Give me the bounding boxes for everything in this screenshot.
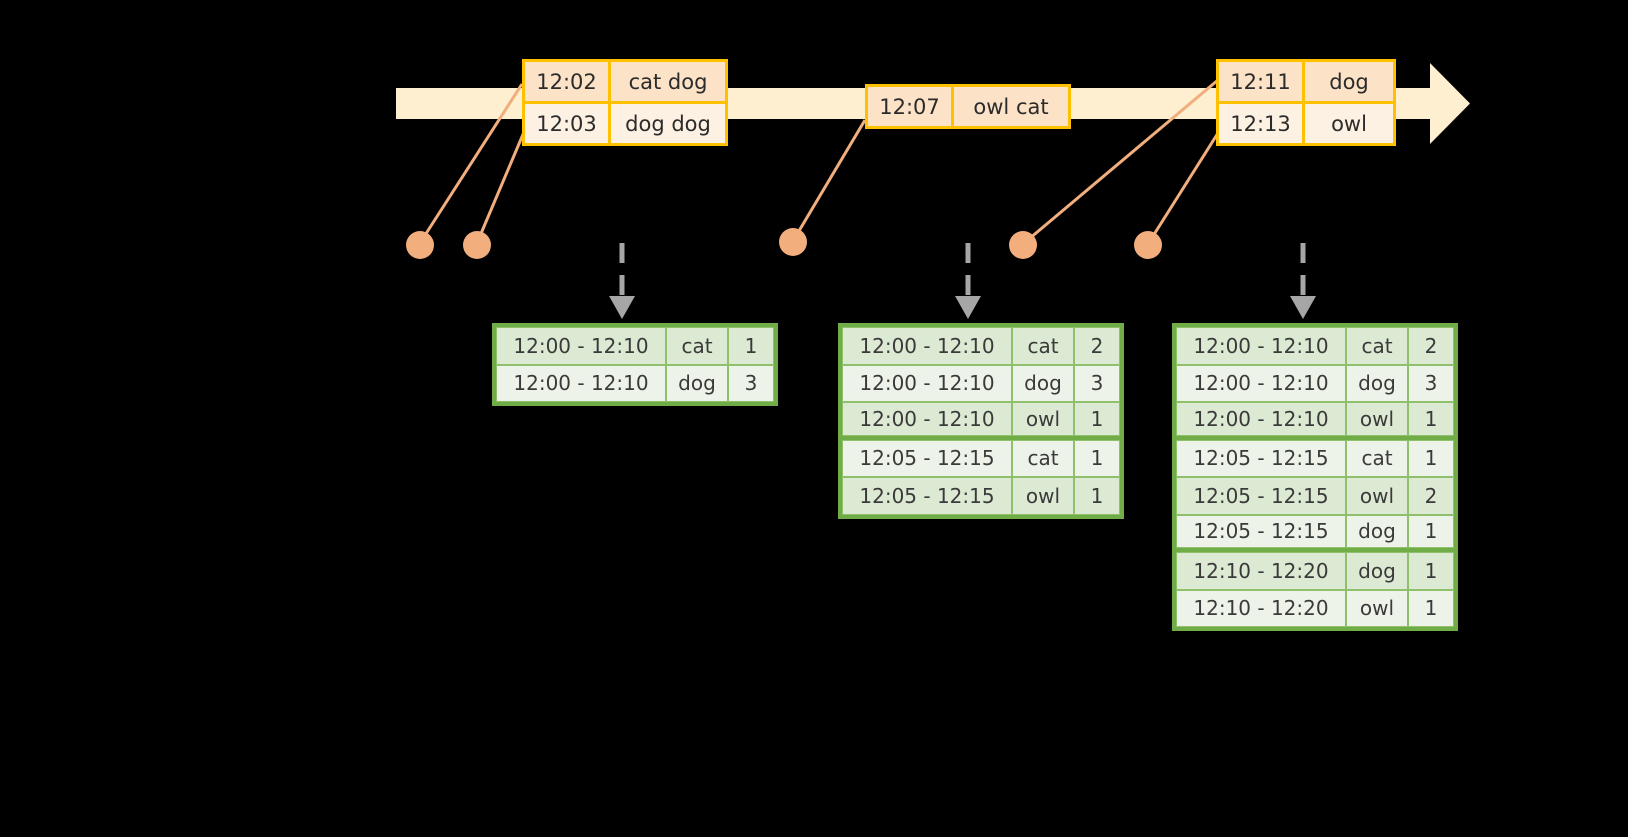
count-cell: 3 [1408, 364, 1454, 402]
event-words: dog dog [611, 104, 725, 143]
event-row[interactable]: 12:13 owl [1219, 101, 1393, 143]
key-cell: dog [1012, 364, 1074, 402]
key-cell: cat [1346, 439, 1408, 477]
trigger-dot-4 [1009, 231, 1037, 259]
table-row[interactable]: 12:00 - 12:10 cat 2 [1176, 327, 1454, 365]
window-cell: 12:05 - 12:15 [842, 477, 1012, 515]
window-cell: 12:00 - 12:10 [842, 364, 1012, 402]
window-cell: 12:05 - 12:15 [842, 439, 1012, 477]
count-cell: 3 [1074, 364, 1120, 402]
table-row[interactable]: 12:00 - 12:10 cat 1 [496, 327, 774, 365]
result-table-1[interactable]: 12:00 - 12:10 cat 1 12:00 - 12:10 dog 3 [492, 323, 778, 406]
window-cell: 12:00 - 12:10 [842, 402, 1012, 436]
count-cell: 2 [1408, 327, 1454, 365]
key-cell: cat [1346, 327, 1408, 365]
trigger-dot-3 [779, 228, 807, 256]
event-row[interactable]: 12:07 owl cat [868, 87, 1068, 126]
flow-arrow-1 [609, 243, 635, 319]
window-cell: 12:00 - 12:10 [496, 364, 666, 402]
window-cell: 12:00 - 12:10 [842, 327, 1012, 365]
event-time: 12:03 [525, 104, 611, 143]
flow-arrow-2 [955, 243, 981, 319]
trigger-dot-5 [1134, 231, 1162, 259]
window-cell: 12:05 - 12:15 [1176, 514, 1346, 548]
result-table-2[interactable]: 12:00 - 12:10 cat 2 12:00 - 12:10 dog 3 … [838, 323, 1124, 519]
key-cell: cat [1012, 327, 1074, 365]
event-time: 12:02 [525, 62, 611, 101]
trigger-dot-2 [463, 231, 491, 259]
count-cell: 1 [1074, 439, 1120, 477]
count-cell: 2 [1408, 477, 1454, 515]
table-row[interactable]: 12:05 - 12:15 cat 1 [1176, 439, 1454, 477]
key-cell: owl [1346, 589, 1408, 627]
table-row[interactable]: 12:05 - 12:15 owl 2 [1176, 477, 1454, 515]
table-row[interactable]: 12:00 - 12:10 cat 2 [842, 327, 1120, 365]
event-row[interactable]: 12:02 cat dog [525, 62, 725, 101]
table-row[interactable]: 12:00 - 12:10 owl 1 [842, 402, 1120, 440]
leader-line-5 [1146, 132, 1220, 245]
event-group-2[interactable]: 12:07 owl cat [865, 84, 1071, 129]
count-cell: 2 [1074, 327, 1120, 365]
table-row[interactable]: 12:00 - 12:10 owl 1 [1176, 402, 1454, 440]
trigger-dot-1 [406, 231, 434, 259]
event-words: owl cat [954, 87, 1068, 126]
count-cell: 3 [728, 364, 774, 402]
key-cell: cat [666, 327, 728, 365]
count-cell: 1 [1408, 402, 1454, 436]
window-cell: 12:05 - 12:15 [1176, 477, 1346, 515]
count-cell: 1 [1074, 477, 1120, 515]
event-row[interactable]: 12:11 dog [1219, 62, 1393, 101]
flow-arrow-3 [1290, 243, 1316, 319]
count-cell: 1 [1408, 514, 1454, 548]
count-cell: 1 [1408, 589, 1454, 627]
count-cell: 1 [728, 327, 774, 365]
table-row[interactable]: 12:00 - 12:10 dog 3 [496, 364, 774, 402]
window-cell: 12:00 - 12:10 [1176, 327, 1346, 365]
key-cell: dog [1346, 514, 1408, 548]
key-cell: dog [1346, 552, 1408, 590]
count-cell: 1 [1408, 552, 1454, 590]
event-words: dog [1305, 62, 1393, 101]
key-cell: owl [1346, 477, 1408, 515]
event-words: cat dog [611, 62, 725, 101]
table-row[interactable]: 12:10 - 12:20 owl 1 [1176, 589, 1454, 627]
window-cell: 12:10 - 12:20 [1176, 552, 1346, 590]
event-group-3[interactable]: 12:11 dog 12:13 owl [1216, 59, 1396, 146]
key-cell: owl [1012, 477, 1074, 515]
table-row[interactable]: 12:05 - 12:15 dog 1 [1176, 514, 1454, 552]
count-cell: 1 [1074, 402, 1120, 436]
leader-line-3 [791, 119, 867, 242]
key-cell: owl [1012, 402, 1074, 436]
key-cell: owl [1346, 402, 1408, 436]
count-cell: 1 [1408, 439, 1454, 477]
event-words: owl [1305, 104, 1393, 143]
window-cell: 12:05 - 12:15 [1176, 439, 1346, 477]
event-row[interactable]: 12:03 dog dog [525, 101, 725, 143]
event-time: 12:13 [1219, 104, 1305, 143]
window-cell: 12:00 - 12:10 [1176, 364, 1346, 402]
event-time: 12:11 [1219, 62, 1305, 101]
table-row[interactable]: 12:10 - 12:20 dog 1 [1176, 552, 1454, 590]
table-row[interactable]: 12:00 - 12:10 dog 3 [842, 364, 1120, 402]
leader-line-2 [475, 131, 526, 244]
table-row[interactable]: 12:05 - 12:15 cat 1 [842, 439, 1120, 477]
event-time: 12:07 [868, 87, 954, 126]
key-cell: dog [1346, 364, 1408, 402]
key-cell: dog [666, 364, 728, 402]
table-row[interactable]: 12:05 - 12:15 owl 1 [842, 477, 1120, 515]
event-group-1[interactable]: 12:02 cat dog 12:03 dog dog [522, 59, 728, 146]
key-cell: cat [1012, 439, 1074, 477]
result-table-3[interactable]: 12:00 - 12:10 cat 2 12:00 - 12:10 dog 3 … [1172, 323, 1458, 631]
table-row[interactable]: 12:00 - 12:10 dog 3 [1176, 364, 1454, 402]
window-cell: 12:00 - 12:10 [496, 327, 666, 365]
window-cell: 12:00 - 12:10 [1176, 402, 1346, 436]
window-cell: 12:10 - 12:20 [1176, 589, 1346, 627]
leader-line-1 [418, 83, 524, 244]
